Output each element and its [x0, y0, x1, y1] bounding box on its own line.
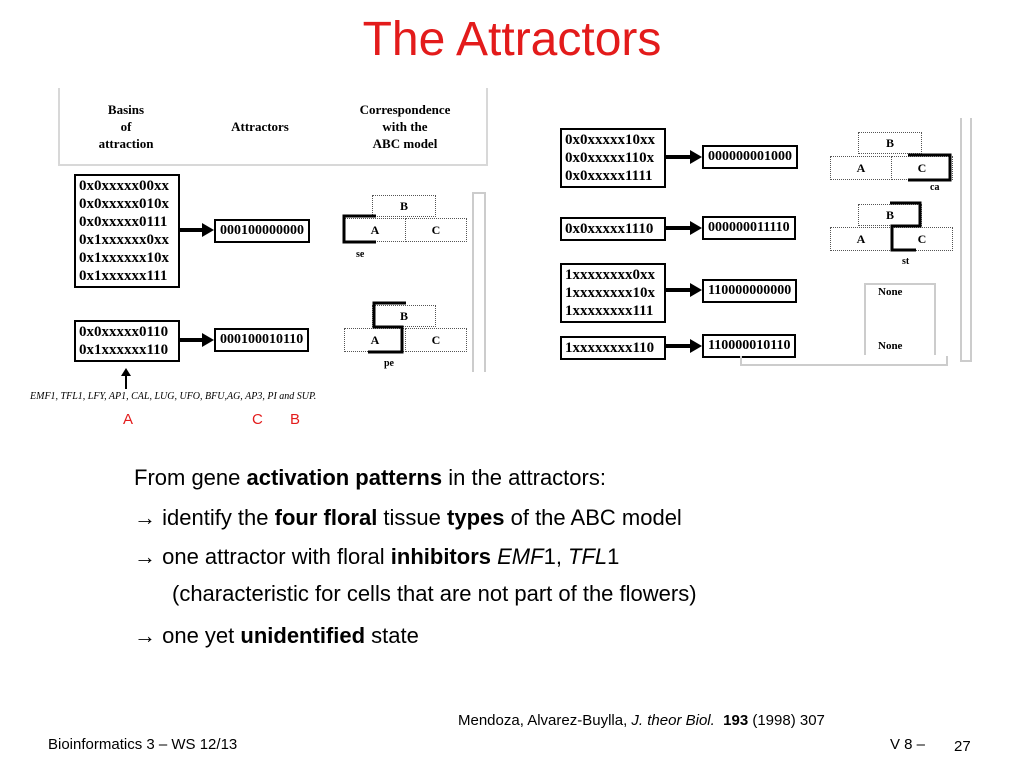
basin-box-st: 0x0xxxxx1110: [560, 217, 666, 241]
region-bracket-icon: [342, 214, 376, 244]
basin-box-pe: 0x0xxxxx0110 0x1xxxxxx110: [74, 320, 180, 362]
basin-code: 1xxxxxxxx110: [565, 340, 655, 356]
arrow-icon: [666, 339, 702, 353]
text-line-5: → one yet unidentified state: [134, 623, 419, 648]
basin-code: 1xxxxxxxx0xx: [565, 267, 655, 283]
attractor-st: 000000011110: [702, 216, 796, 240]
header-correspondence: Correspondence with the ABC model: [359, 102, 451, 151]
attractor-se: 000100000000: [214, 219, 310, 243]
basin-code: 0x0xxxxx010x: [79, 196, 169, 212]
model-label-se: se: [356, 249, 365, 260]
abc-b-box: B: [372, 195, 436, 217]
region-bracket-icon: [890, 201, 922, 252]
basin-box-ca: 0x0xxxxx10xx 0x0xxxxx110x 0x0xxxxx1111: [560, 128, 666, 188]
attractor-pe: 000100010110: [214, 328, 310, 352]
basin-code: 0x1xxxxxx10x: [79, 250, 169, 266]
marker-c: C: [252, 411, 263, 428]
basin-code: 1xxxxxxxx111: [565, 303, 654, 319]
body-text: From gene activation patterns in the att…: [134, 458, 697, 656]
basin-code: 0x0xxxxx0111: [79, 214, 168, 230]
header-attractors: Attractors: [231, 119, 289, 134]
abc-c-box: C: [405, 328, 467, 352]
basin-box-se: 0x0xxxxx00xx 0x0xxxxx010x 0x0xxxxx0111 0…: [74, 174, 180, 288]
abc-a-box: A: [830, 227, 892, 251]
panel-edge: [864, 283, 936, 355]
text-line-1: From gene activation patterns in the att…: [134, 465, 606, 490]
basin-code: 0x1xxxxxx0xx: [79, 232, 169, 248]
abc-a-box: A: [344, 218, 406, 242]
basin-code: 1xxxxxxxx10x: [565, 285, 655, 301]
arrow-up-icon: [121, 368, 131, 389]
arrow-icon: [666, 221, 702, 235]
footer-page-number: 27: [954, 738, 971, 755]
arrow-icon: [178, 333, 214, 347]
citation: Mendoza, Alvarez-Buylla, J. theor Biol. …: [458, 712, 825, 729]
gene-list: EMF1, TFL1, LFY, AP1, CAL, LUG, UFO, BFU…: [30, 391, 317, 402]
abc-a-box: A: [830, 156, 892, 180]
marker-b: B: [290, 411, 301, 428]
basin-code: 0x1xxxxxx111: [79, 268, 168, 284]
panel-edge: [740, 356, 948, 366]
text-line-2: → identify the four floral tissue types …: [134, 505, 682, 530]
panel-edge: [960, 118, 972, 362]
header-basins: Basins of attraction: [98, 102, 154, 151]
model-label-st: st: [902, 256, 910, 267]
arrow-icon: [666, 150, 702, 164]
footer-lecture: V 8 –: [890, 736, 926, 753]
attractor-none-2: 110000010110: [702, 334, 797, 358]
text-line-4: (characteristic for cells that are not p…: [172, 581, 697, 606]
text-line-3: → one attractor with floral inhibitors E…: [134, 544, 620, 569]
basin-code: 0x0xxxxx110x: [565, 150, 655, 166]
arrow-icon: [666, 283, 702, 297]
basin-code: 0x0xxxxx0110: [79, 324, 169, 340]
slide-title: The Attractors: [362, 13, 662, 66]
region-bracket-icon: [368, 301, 406, 354]
model-label-none-2: None: [878, 340, 903, 352]
basin-code: 0x0xxxxx00xx: [79, 178, 169, 194]
abc-b-box: B: [372, 305, 436, 327]
attractor-none-1: 110000000000: [702, 279, 798, 303]
basin-box-none-1: 1xxxxxxxx0xx 1xxxxxxxx10x 1xxxxxxxx111: [560, 263, 666, 323]
arrow-icon: [178, 223, 214, 237]
basin-code: 0x0xxxxx10xx: [565, 132, 655, 148]
abc-b-box: B: [858, 132, 922, 154]
figure-header-panel: [58, 88, 488, 166]
model-label-none-1: None: [878, 286, 903, 298]
footer-course: Bioinformatics 3 – WS 12/13: [48, 736, 238, 753]
model-label-pe: pe: [384, 358, 394, 369]
basin-code: 0x0xxxxx1111: [565, 168, 653, 184]
basin-code: 0x1xxxxxx110: [79, 342, 169, 358]
region-bracket-icon: [908, 153, 952, 182]
model-label-ca: ca: [930, 182, 940, 193]
basin-code: 0x0xxxxx1110: [565, 221, 654, 237]
attractor-ca: 000000001000: [702, 145, 798, 169]
panel-edge: [472, 192, 486, 372]
marker-a: A: [123, 411, 134, 428]
abc-c-box: C: [405, 218, 467, 242]
basin-box-none-2: 1xxxxxxxx110: [560, 336, 666, 360]
